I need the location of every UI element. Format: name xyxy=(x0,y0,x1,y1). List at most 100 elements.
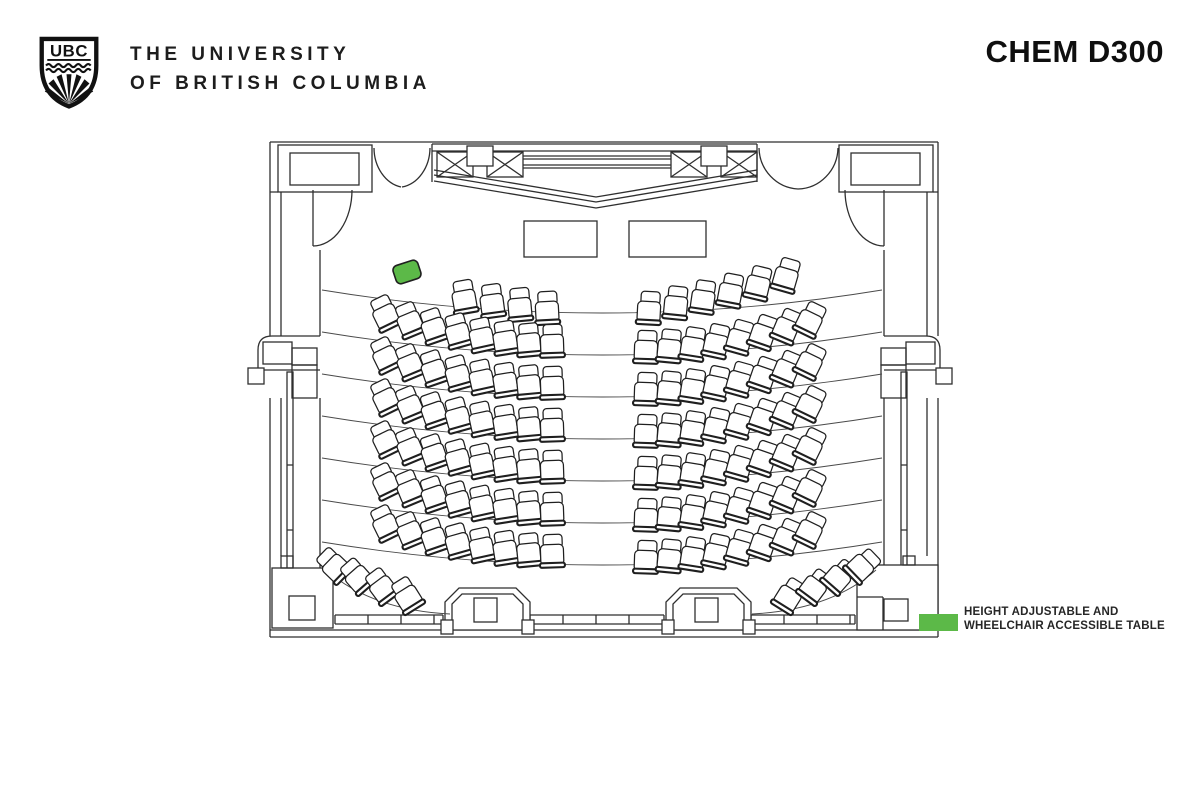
seat xyxy=(395,301,428,341)
ubc-wave-2 xyxy=(45,67,92,74)
university-name: THE UNIVERSITY OF BRITISH COLUMBIA xyxy=(130,40,431,98)
ubc-wave-1 xyxy=(45,62,92,69)
seat xyxy=(507,286,535,324)
seat xyxy=(722,444,755,483)
seat xyxy=(370,420,404,460)
row-step-line xyxy=(321,457,883,482)
door-arc-side-right xyxy=(844,189,885,247)
row-step-line xyxy=(321,289,883,314)
seat xyxy=(370,336,404,376)
seat-row-right-7 xyxy=(631,511,827,575)
seat xyxy=(654,370,682,407)
wall-alcove-left xyxy=(247,335,320,399)
seat-row-right-5 xyxy=(631,427,827,491)
seat xyxy=(768,307,803,347)
seat xyxy=(677,452,707,489)
seat xyxy=(654,496,682,533)
seat xyxy=(395,343,428,383)
seat xyxy=(677,410,707,447)
row-step-line xyxy=(321,415,883,440)
seat xyxy=(516,406,544,443)
seat xyxy=(444,354,475,393)
seats-layer xyxy=(316,257,882,617)
accessible-table-layer xyxy=(392,259,422,285)
seat xyxy=(516,364,544,401)
seat-row-right-2 xyxy=(631,301,827,365)
seat xyxy=(745,523,779,563)
seat xyxy=(444,480,475,519)
seat xyxy=(419,391,451,431)
seat xyxy=(419,349,451,389)
seat xyxy=(451,278,480,317)
seat-row-left-2 xyxy=(370,294,567,359)
room-title: CHEM D300 xyxy=(985,34,1164,69)
seat xyxy=(468,442,498,481)
seat xyxy=(791,427,827,466)
seat-row-right-front xyxy=(634,257,801,327)
seat xyxy=(791,343,827,382)
booth-left xyxy=(440,587,535,635)
seat xyxy=(444,396,475,435)
seat xyxy=(631,539,660,575)
seat xyxy=(444,438,475,477)
seat xyxy=(492,529,521,567)
row-step-lines xyxy=(321,289,883,566)
seat xyxy=(677,326,707,363)
wall-rail-left xyxy=(286,371,294,591)
seat xyxy=(444,312,475,351)
seat xyxy=(468,358,498,397)
seat xyxy=(419,517,451,557)
door-arc-front-left xyxy=(373,147,431,188)
ubc-logo: UBC xyxy=(39,36,99,109)
seat xyxy=(538,365,567,401)
seat xyxy=(370,462,404,502)
seat-row-left-front xyxy=(451,278,562,327)
seat xyxy=(370,294,404,334)
seat xyxy=(634,290,662,327)
seat xyxy=(468,526,498,565)
legend-swatch xyxy=(919,614,958,631)
university-name-line2: OF BRITISH COLUMBIA xyxy=(130,73,431,94)
ubc-monogram: UBC xyxy=(50,41,88,60)
seat xyxy=(654,412,682,449)
seat xyxy=(745,313,779,353)
seat xyxy=(538,491,567,527)
seat xyxy=(492,403,521,441)
seat xyxy=(654,454,682,491)
seat xyxy=(791,511,827,550)
legend-label-line2: WHEELCHAIR ACCESSIBLE TABLE xyxy=(964,619,1165,632)
seat xyxy=(516,322,544,359)
seat xyxy=(745,439,779,479)
seat-row-left-3 xyxy=(370,336,567,401)
seat xyxy=(791,301,827,340)
seat xyxy=(492,445,521,483)
seat xyxy=(419,475,451,515)
seat xyxy=(700,449,731,487)
seat-row-right-back xyxy=(769,548,882,617)
demo-table-left xyxy=(523,220,598,258)
wall-rail-right xyxy=(900,371,908,591)
corner-room-bottom-left xyxy=(271,555,334,629)
seat xyxy=(769,577,807,617)
seat xyxy=(419,433,451,473)
seat xyxy=(468,316,498,355)
seat xyxy=(677,368,707,405)
room-walls xyxy=(247,141,953,638)
seat-row-right-3 xyxy=(631,343,827,407)
seat-row-left-6 xyxy=(370,462,567,527)
seat xyxy=(370,504,404,544)
seat xyxy=(479,282,508,320)
seat xyxy=(444,522,475,561)
seat xyxy=(841,548,882,586)
seat xyxy=(654,538,682,575)
seat xyxy=(538,449,567,485)
wall-alcove-right xyxy=(880,335,953,399)
seat xyxy=(661,285,689,322)
seat xyxy=(516,490,544,527)
seat xyxy=(791,385,827,424)
seat xyxy=(745,481,779,521)
seat-row-right-4 xyxy=(631,385,827,449)
seat xyxy=(370,378,404,418)
row-step-line xyxy=(321,541,883,566)
seat xyxy=(492,487,521,525)
